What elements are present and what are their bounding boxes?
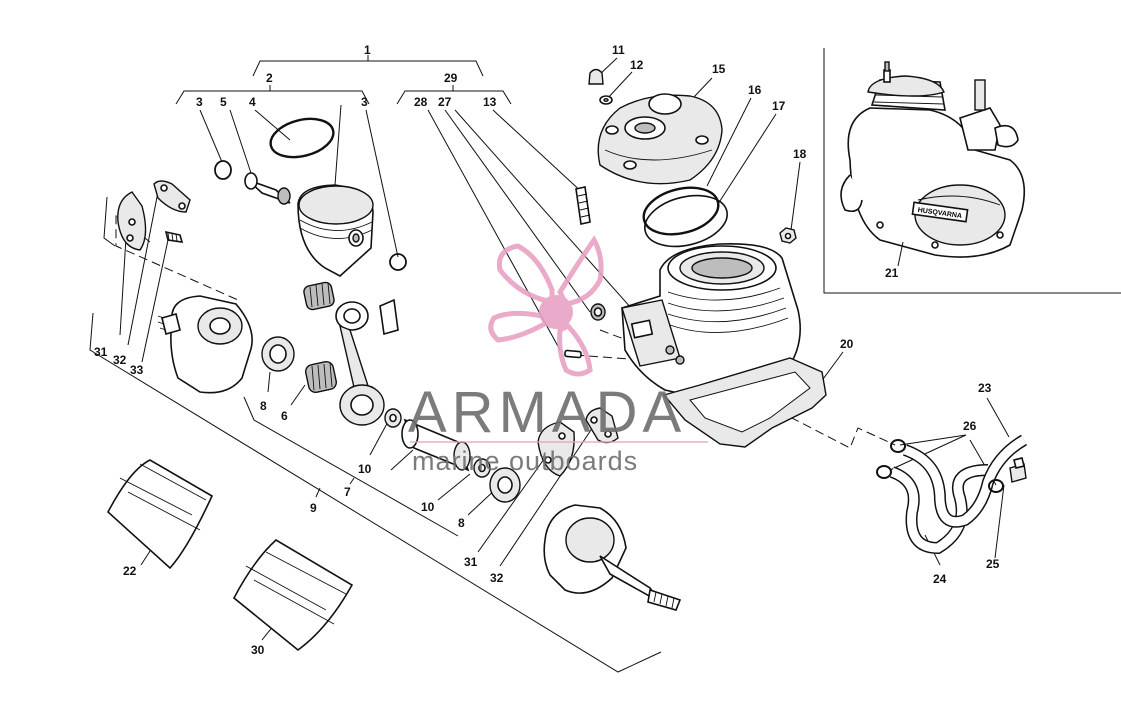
- circlip-3-left: [214, 160, 232, 180]
- callout-20: 20: [840, 337, 854, 351]
- callout-33: 33: [130, 363, 144, 377]
- crankshaft-half-right: [543, 504, 682, 611]
- callout-24: 24: [933, 572, 947, 586]
- callout-22: 22: [123, 564, 137, 578]
- group-brackets: [89, 55, 662, 673]
- callout-13: 13: [483, 95, 497, 109]
- callout-6: 6: [281, 409, 288, 423]
- seal-kit-bag-22: [107, 459, 214, 570]
- watermark: ARMADA marine outboards: [408, 235, 708, 476]
- callout-28: 28: [414, 95, 428, 109]
- balance-plate-31-left: [117, 191, 147, 251]
- fitting-25: [1009, 457, 1027, 483]
- cap-nut-11: [588, 68, 604, 85]
- callout-25: 25: [986, 557, 1000, 571]
- callout-3-left: 3: [196, 95, 203, 109]
- callout-27: 27: [438, 95, 452, 109]
- callout-10-bottom: 10: [421, 500, 435, 514]
- callout-17: 17: [772, 99, 786, 113]
- needle-bearing-6-bottom: [304, 360, 338, 394]
- callout-2: 2: [266, 71, 273, 85]
- callout-32-left: 32: [113, 353, 127, 367]
- balance-plate-31-right: [537, 421, 575, 477]
- propeller-logo: [488, 235, 604, 377]
- base-gasket-20: [662, 357, 827, 448]
- hose-24: [889, 464, 989, 555]
- shim-washer-8-left: [261, 336, 295, 372]
- washer-12: [599, 95, 613, 105]
- callout-9: 9: [310, 501, 317, 515]
- nut-18: [779, 227, 797, 244]
- balance-plate-32-right: [585, 407, 619, 444]
- assembled-engine-drawing: HUSQVARNA: [840, 61, 1026, 258]
- callout-4: 4: [249, 95, 256, 109]
- balance-plate-32-left: [153, 180, 191, 213]
- propeller-hub: [539, 295, 573, 329]
- watermark-tagline: marine outboards: [412, 446, 638, 476]
- piston-pin-5: [244, 172, 291, 205]
- callout-15: 15: [712, 62, 726, 76]
- callout-16: 16: [748, 83, 762, 97]
- callout-29: 29: [444, 71, 458, 85]
- watermark-brand: ARMADA: [408, 380, 686, 445]
- callout-3-right: 3: [361, 95, 368, 109]
- callout-26: 26: [963, 419, 977, 433]
- callout-30: 30: [251, 643, 265, 657]
- callout-12: 12: [630, 58, 644, 72]
- callout-11: 11: [612, 43, 625, 57]
- callout-21: 21: [885, 266, 899, 280]
- callout-31-right: 31: [464, 555, 478, 569]
- small-parts-27-28: [564, 303, 606, 359]
- callout-1: 1: [364, 43, 371, 57]
- screw-33: [164, 230, 184, 243]
- shim-washer-8-right: [489, 467, 521, 503]
- bushing-10-top: [384, 408, 402, 428]
- hose-clamps-26: [876, 439, 1004, 493]
- callout-5: 5: [220, 95, 227, 109]
- crankpin: [401, 418, 471, 472]
- callout-7: 7: [344, 485, 351, 499]
- bushing-10-bottom: [473, 458, 491, 478]
- callout-18: 18: [793, 147, 807, 161]
- callout-31-left: 31: [94, 345, 108, 359]
- callout-10-top: 10: [358, 462, 372, 476]
- piston: [297, 184, 374, 277]
- needle-bearing-6-top: [303, 281, 335, 311]
- callout-23: 23: [978, 381, 992, 395]
- callout-8-left: 8: [260, 399, 267, 413]
- cylinder-assembly: [621, 242, 801, 399]
- circlip-3-right: [389, 253, 407, 271]
- leader-lines: [119, 57, 1010, 641]
- seal-kit-bag-30: [232, 539, 354, 652]
- o-rings-16-17: [642, 186, 728, 248]
- callout-8-right: 8: [458, 516, 465, 530]
- hose-23: [902, 434, 1028, 528]
- crankshaft-half-left: [157, 295, 253, 394]
- callout-numbers: 1 2 29 3 5 4 3 28 27 13 11 12 15 16 17 1…: [94, 43, 1000, 657]
- cylinder-head-15: [597, 93, 723, 185]
- engine-inset: HUSQVARNA 21: [823, 48, 1121, 294]
- callout-32-right: 32: [490, 571, 504, 585]
- stud-13: [575, 186, 591, 225]
- engine-brand-plate: [911, 201, 969, 223]
- connecting-rod: [335, 298, 399, 426]
- piston-ring-4: [269, 117, 335, 159]
